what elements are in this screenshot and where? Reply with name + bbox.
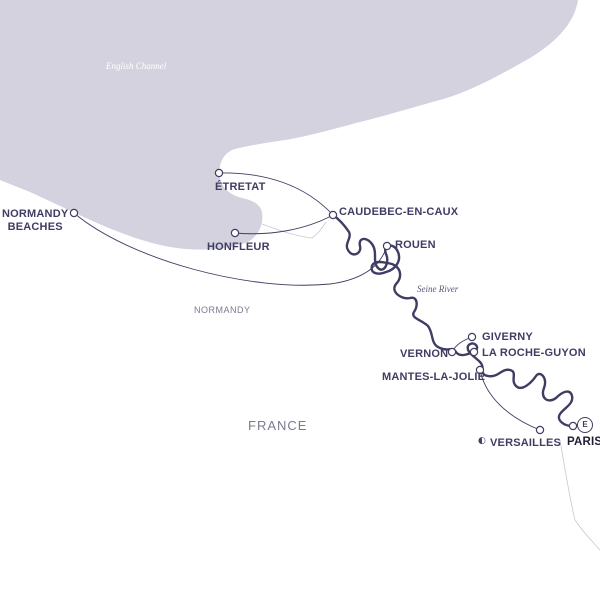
sea-label: English Channel: [106, 61, 167, 71]
stop-label-la-roche-guyon: LA ROCHE-GUYON: [482, 347, 586, 359]
route-etretat-caudebec: [218, 172, 334, 216]
river-label: Seine River: [417, 284, 459, 294]
country-label: FRANCE: [248, 418, 308, 433]
stop-label-normandy-line1: NORMANDY: [2, 208, 69, 220]
border-line: [559, 439, 600, 551]
seine-river-path: [331, 213, 574, 428]
ticket-icon: ◐: [478, 436, 486, 446]
stop-label-etretat: ÉTRETAT: [215, 181, 266, 193]
stop-marker-la-roche-guyon: [469, 347, 479, 357]
stop-label-normandy-beaches: NORMANDY BEACHES: [2, 208, 68, 234]
region-label: NORMANDY: [194, 305, 251, 315]
stop-label-normandy-line2: BEACHES: [7, 221, 63, 233]
stop-marker-giverny: [467, 332, 477, 342]
stop-marker-rouen: [382, 241, 392, 251]
stop-marker-vernon: [447, 347, 457, 357]
route-mantes-versailles: [479, 369, 541, 431]
stop-label-vernon: VERNON: [400, 348, 449, 360]
stop-marker-etretat: [214, 168, 224, 178]
stop-label-giverny: GIVERNY: [482, 331, 533, 343]
stop-marker-paris: [568, 421, 578, 431]
stop-marker-honfleur: [230, 228, 240, 238]
stop-marker-normandy-beaches: [69, 208, 79, 218]
coast-line: [261, 221, 327, 239]
route-honfleur-caudebec: [234, 214, 334, 235]
stop-marker-mantes-la-jolie: [475, 365, 485, 375]
stop-label-caudebec: CAUDEBEC-EN-CAUX: [339, 206, 459, 218]
embarkation-badge: E: [577, 417, 593, 433]
route-normandy-rouen: [73, 212, 388, 286]
stop-label-versailles: VERSAILLES: [490, 437, 562, 449]
stop-marker-versailles: [535, 425, 545, 435]
stop-marker-caudebec: [328, 210, 338, 220]
stop-label-mantes-la-jolie: MANTES-LA-JOLIE: [382, 371, 486, 383]
english-channel-sea: [0, 0, 578, 250]
stop-label-rouen: ROUEN: [395, 239, 436, 251]
stop-label-paris: PARIS: [567, 436, 600, 448]
stop-label-honfleur: HONFLEUR: [207, 241, 270, 253]
